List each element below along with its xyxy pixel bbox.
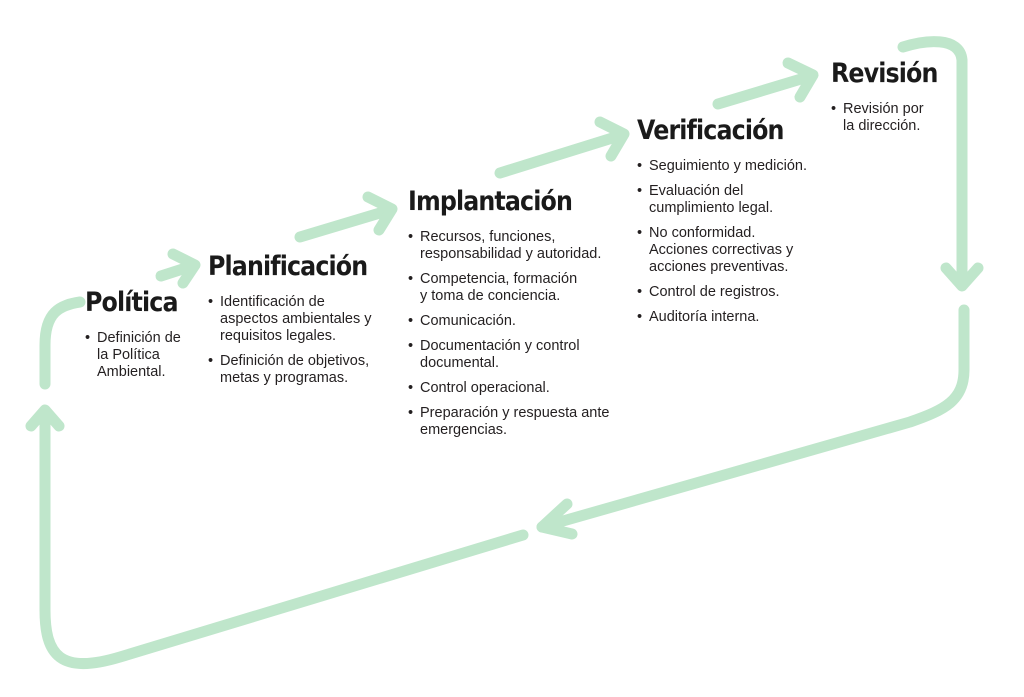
stage-items: Seguimiento y medición. Evaluación del c… — [637, 158, 807, 326]
step-arrowhead-1 — [167, 248, 201, 289]
step-arrow-2 — [294, 204, 396, 243]
stage-item: Control de registros. — [637, 284, 807, 301]
stage-item: Definición de objetivos, metas y program… — [208, 353, 389, 387]
stage-items: Revisión por la dirección. — [831, 101, 952, 135]
step-arrow-3 — [494, 129, 628, 179]
stage-item: Auditoría interna. — [637, 309, 807, 326]
stage-title: Planificación — [208, 251, 368, 282]
loop-arrowhead-bottom — [536, 498, 578, 540]
step-arrowhead-4 — [782, 57, 819, 103]
loop-arrowhead-right — [940, 262, 984, 292]
stage-item: Documentación y control documental. — [408, 338, 609, 372]
stage-title: Implantación — [408, 186, 573, 217]
loop-line-left-top — [39, 296, 86, 390]
loop-line-bottom-right — [536, 304, 970, 533]
stage-items: Recursos, funciones, responsabilidad y a… — [408, 229, 609, 439]
stage-item: Identificación de aspectos ambientales y… — [208, 294, 389, 345]
stage-implantacion: Implantación Recursos, funciones, respon… — [408, 188, 609, 447]
stage-item: Control operacional. — [408, 380, 609, 397]
stage-title: Política — [85, 287, 178, 318]
stage-title: Verificación — [637, 115, 784, 146]
loop-line-right — [897, 36, 968, 288]
loop-line-bottom-left — [39, 406, 529, 670]
stage-items: Definición de la Política Ambiental. — [85, 330, 190, 381]
stage-planificacion: Planificación Identificación de aspectos… — [208, 253, 389, 395]
stage-revision: Revisión Revisión por la dirección. — [831, 60, 952, 143]
stage-item: No conformidad. Acciones correctivas y a… — [637, 225, 807, 276]
stage-item: Evaluación del cumplimiento legal. — [637, 183, 807, 217]
stage-item: Recursos, funciones, responsabilidad y a… — [408, 229, 609, 263]
loop-arrowhead-left — [25, 404, 65, 432]
stage-item: Revisión por la dirección. — [831, 101, 952, 135]
stage-items: Identificación de aspectos ambientales y… — [208, 294, 389, 387]
stage-item: Definición de la Política Ambiental. — [85, 330, 190, 381]
stage-item: Competencia, formación y toma de concien… — [408, 271, 609, 305]
step-arrow-4 — [712, 70, 817, 110]
stage-verificacion: Verificación Seguimiento y medición. Eva… — [637, 117, 807, 334]
stage-item: Comunicación. — [408, 313, 609, 330]
stage-title: Revisión — [831, 58, 938, 89]
step-arrowhead-3 — [594, 116, 630, 162]
stage-item: Preparación y respuesta ante emergencias… — [408, 405, 609, 439]
stage-politica: Política Definición de la Política Ambie… — [85, 289, 190, 389]
stage-item: Seguimiento y medición. — [637, 158, 807, 175]
step-arrowhead-2 — [362, 191, 398, 236]
